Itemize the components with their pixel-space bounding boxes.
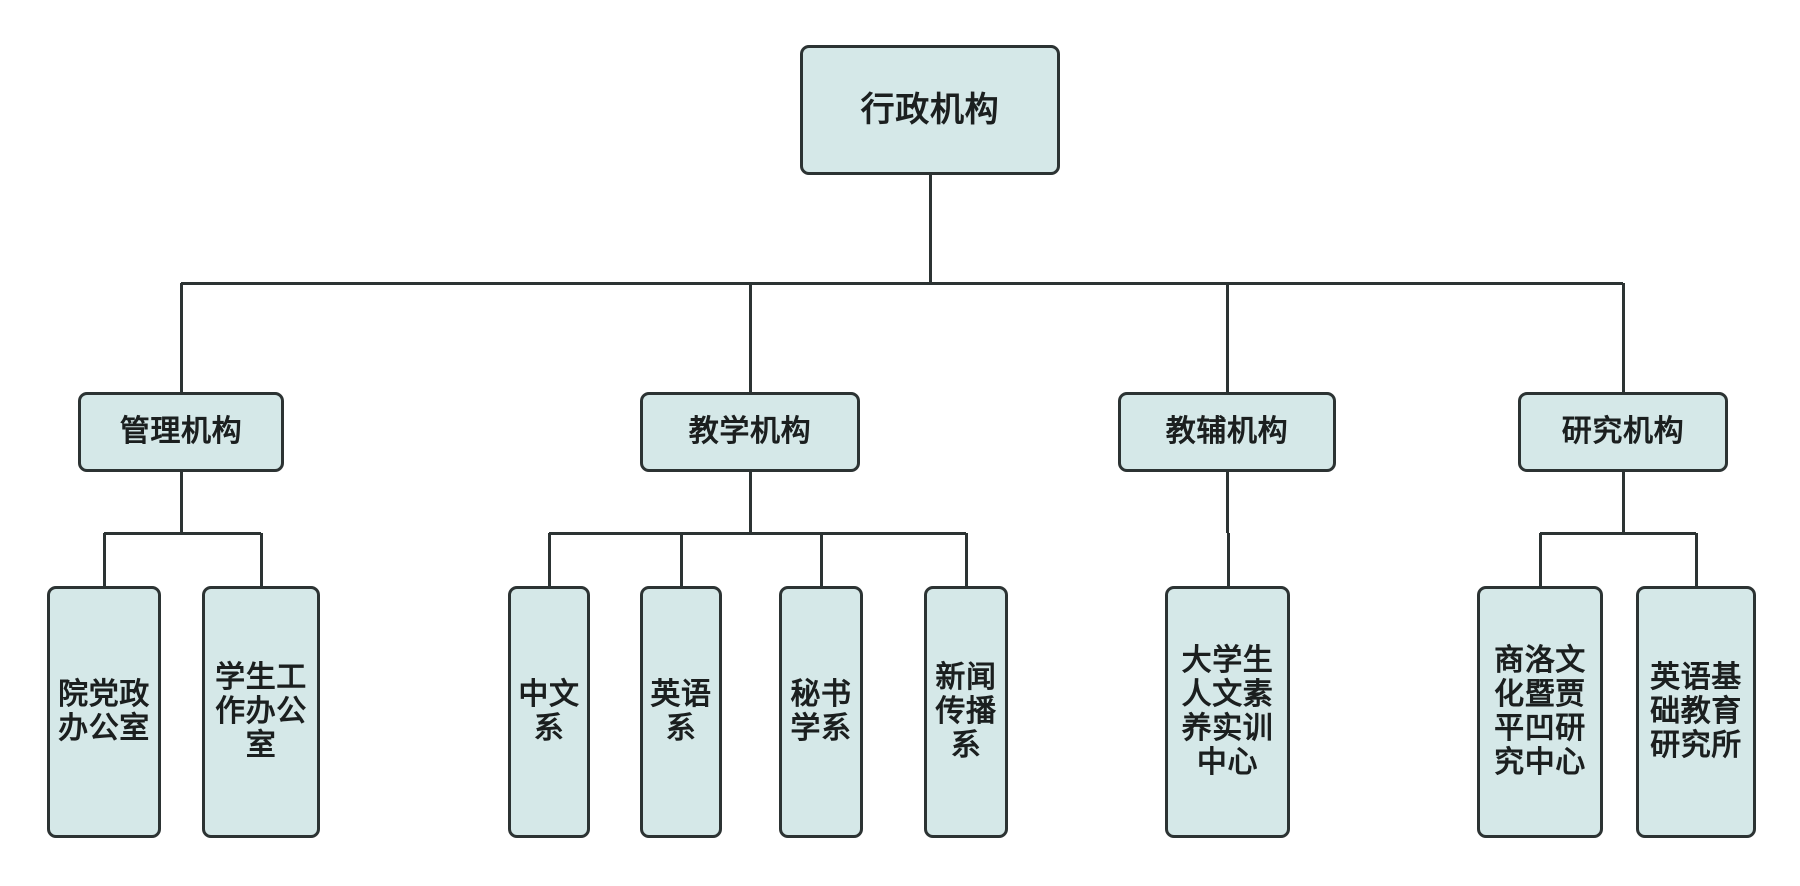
- connector-leaf-drop: [1695, 533, 1698, 586]
- node-e59586e6b49be69687e58c96[interactable]: 商洛文化暨贾平凹研究中心: [1477, 586, 1603, 838]
- node-label: 中文系: [518, 676, 580, 746]
- connector-level1-bus: [181, 282, 1623, 285]
- connector-branch-stem: [1622, 472, 1625, 533]
- node-e5ada6e7949fe5b7a5e4bd9c[interactable]: 学生工作办公室: [202, 586, 320, 838]
- connector-leaf-drop: [260, 533, 263, 586]
- connector-level2-bus: [549, 532, 966, 535]
- connector-branch-stem: [1226, 472, 1229, 533]
- connector-branch-drop: [180, 283, 183, 392]
- node-e7a798e4b9a6e5ada6e7b3bb[interactable]: 秘书学系: [779, 586, 863, 838]
- connector-branch-drop: [749, 283, 752, 392]
- connector-leaf-drop: [548, 533, 551, 586]
- node-e4b8ade69687e7b3bb[interactable]: 中文系: [508, 586, 590, 838]
- node-e999a2e5859ae694bfe58a9e[interactable]: 院党政办公室: [47, 586, 161, 838]
- node-label: 英语系: [650, 676, 712, 746]
- connector-root-drop: [929, 175, 932, 283]
- connector-leaf-drop: [965, 533, 968, 586]
- node-label: 教辅机构: [1165, 414, 1289, 450]
- node-e8a18ce694bfe69cbae69e84[interactable]: 行政机构: [800, 45, 1060, 175]
- connector-level2-bus: [1540, 532, 1696, 535]
- node-e7aea1e79086e69cbae69e84[interactable]: 管理机构: [78, 392, 284, 472]
- node-e696b0e997bbe4bca0e692ad[interactable]: 新闻传播系: [924, 586, 1008, 838]
- connector-leaf-drop: [1539, 533, 1542, 586]
- connector-leaf-drop: [680, 533, 683, 586]
- connector-branch-stem: [180, 472, 183, 533]
- node-label: 行政机构: [860, 89, 1000, 130]
- node-label: 秘书学系: [790, 676, 852, 746]
- node-label: 学生工作办公室: [215, 659, 307, 764]
- node-label: 英语基础教育研究所: [1650, 659, 1742, 764]
- node-label: 管理机构: [119, 414, 243, 450]
- node-label: 大学生人文素养实训中心: [1181, 642, 1274, 781]
- connector-leaf-drop: [820, 533, 823, 586]
- connector-leaf-drop: [1227, 533, 1230, 586]
- connector-branch-stem: [749, 472, 752, 533]
- node-e69599e8be85e69cbae69e84[interactable]: 教辅机构: [1118, 392, 1336, 472]
- node-e88bb1e8afade59fbae7a180[interactable]: 英语基础教育研究所: [1636, 586, 1756, 838]
- node-label: 院党政办公室: [58, 676, 150, 746]
- node-e7a094e7a9b6e69cbae69e84[interactable]: 研究机构: [1518, 392, 1728, 472]
- connector-level2-bus: [104, 532, 261, 535]
- connector-leaf-drop: [103, 533, 106, 586]
- node-e5a4a7e5ada6e7949fe4baba[interactable]: 大学生人文素养实训中心: [1165, 586, 1290, 838]
- node-e69599e5ada6e69cbae69e84[interactable]: 教学机构: [640, 392, 860, 472]
- connector-branch-drop: [1226, 283, 1229, 392]
- node-e88bb1e8afade7b3bb[interactable]: 英语系: [640, 586, 722, 838]
- node-label: 教学机构: [688, 414, 812, 450]
- connector-branch-drop: [1622, 283, 1625, 392]
- node-label: 商洛文化暨贾平凹研究中心: [1494, 642, 1586, 781]
- node-label: 新闻传播系: [935, 659, 997, 764]
- node-label: 研究机构: [1561, 414, 1685, 450]
